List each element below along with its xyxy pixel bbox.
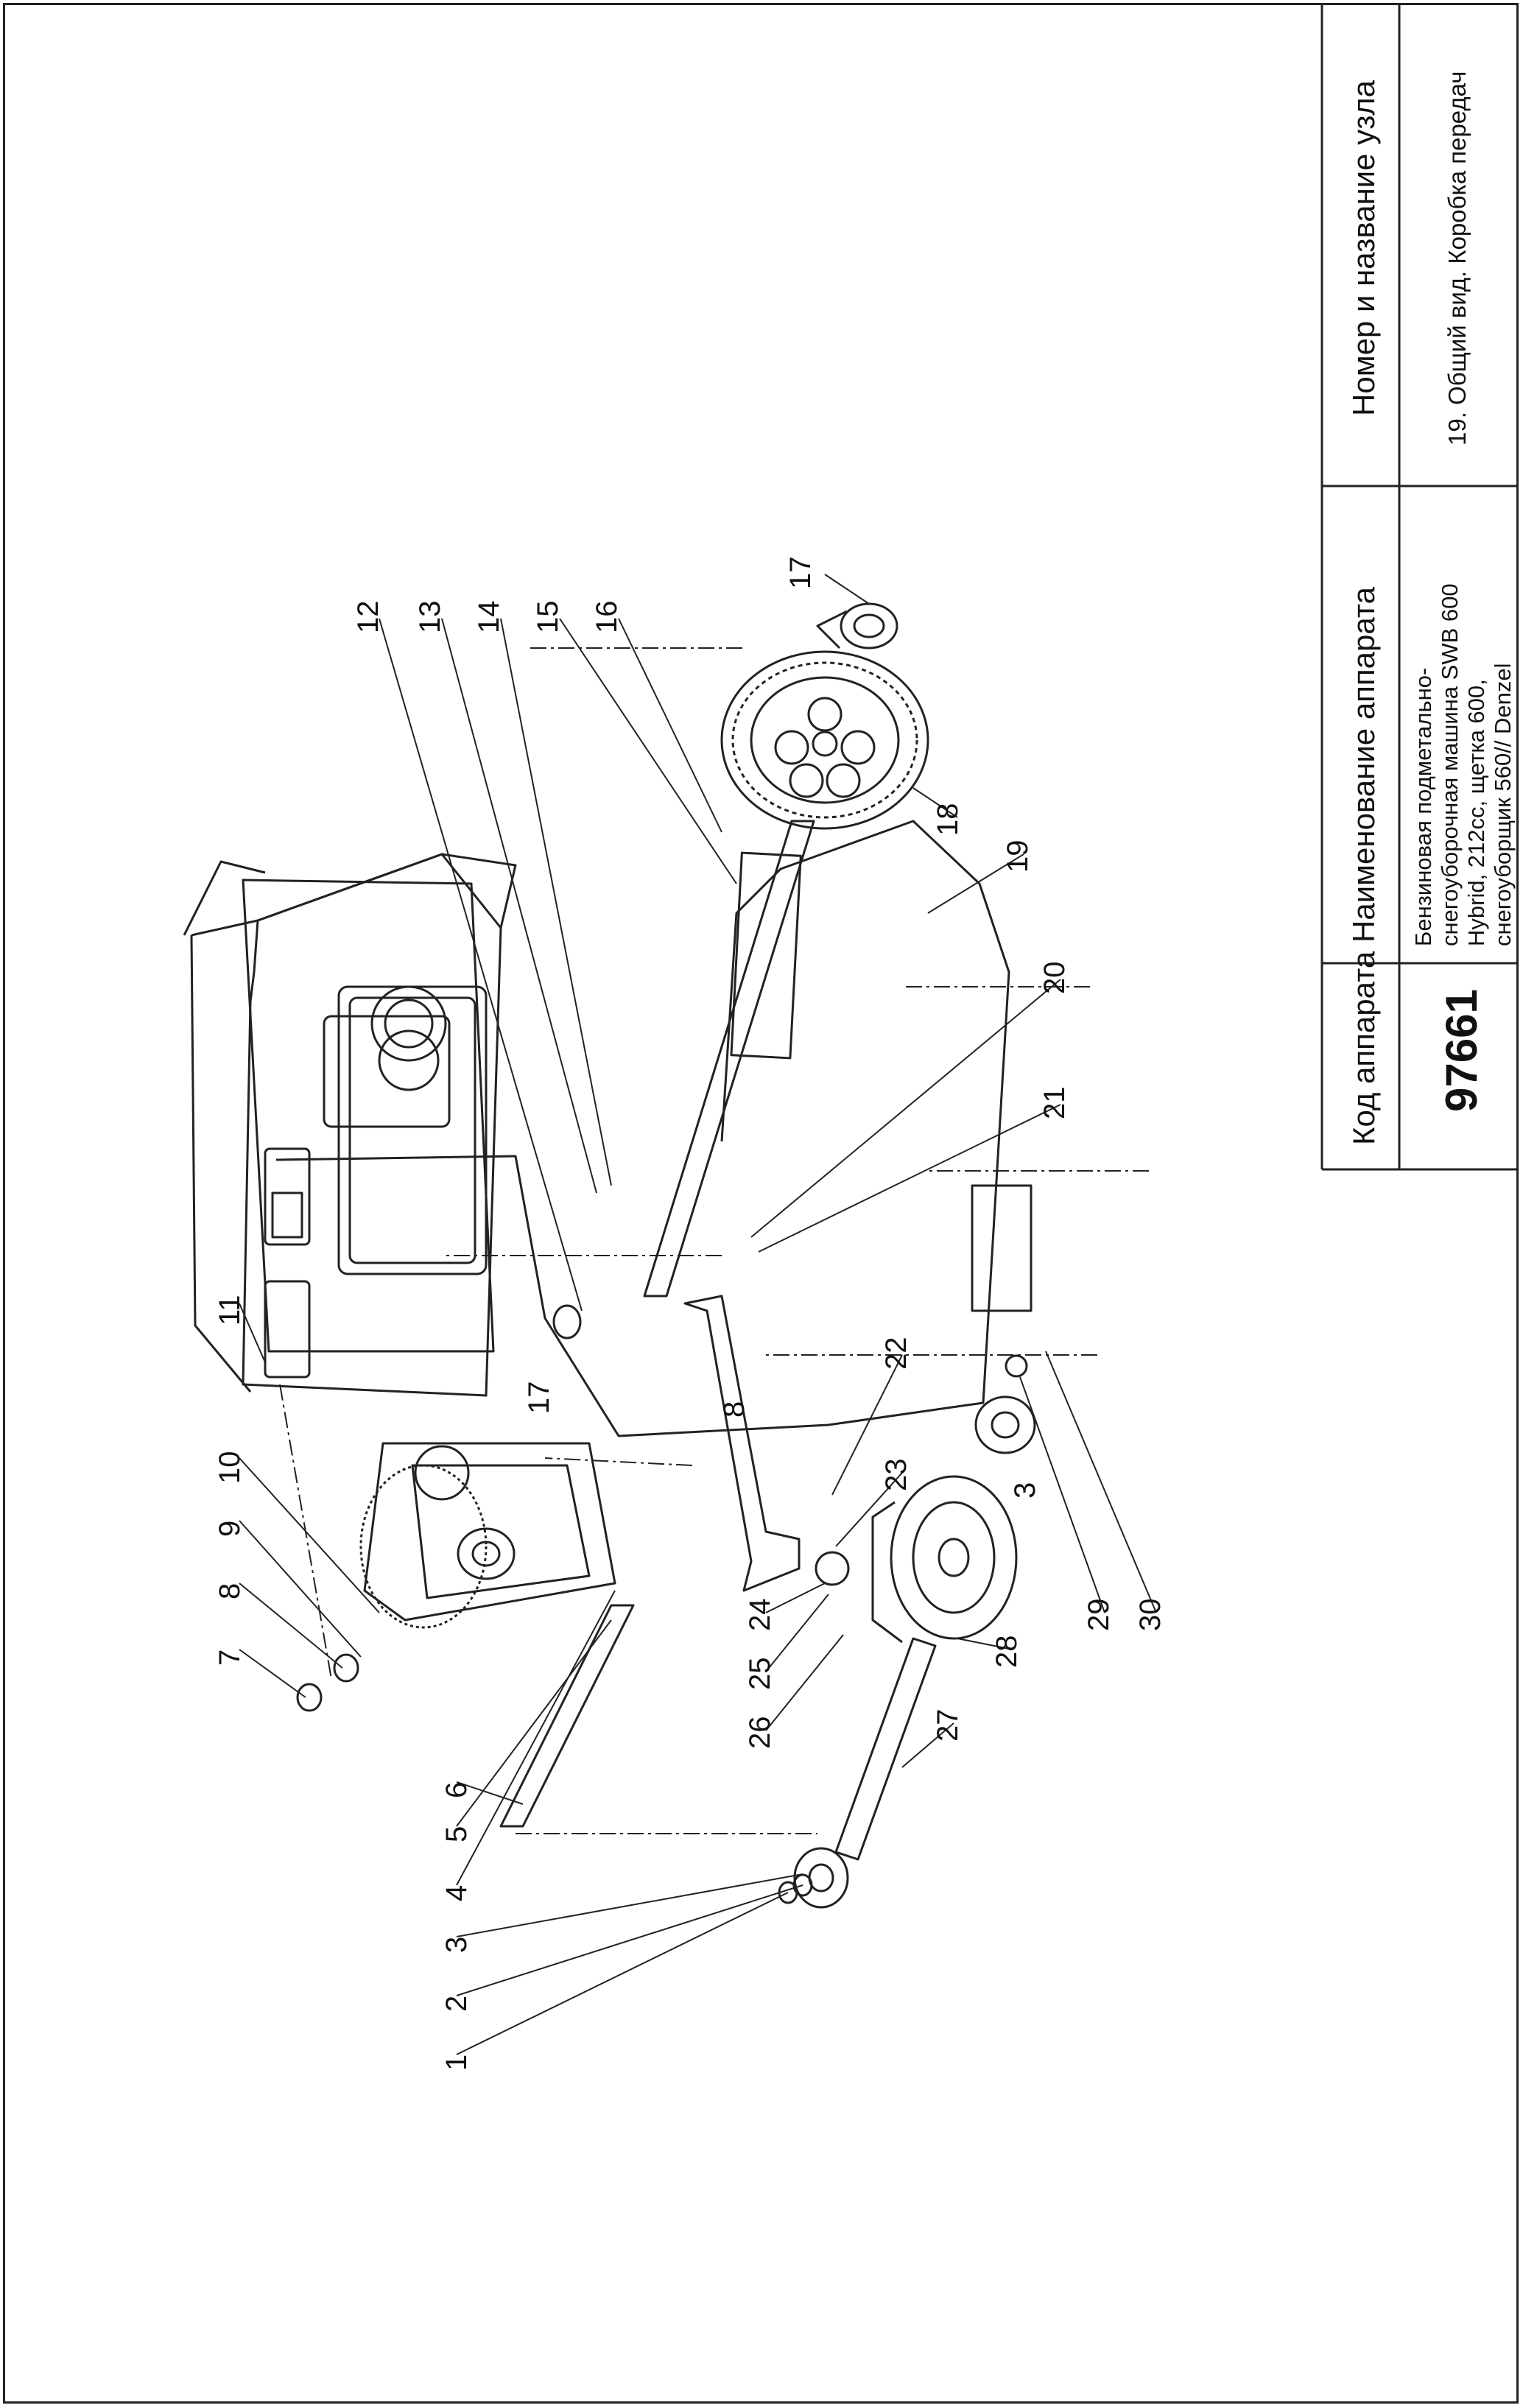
leader-25: [765, 1594, 829, 1672]
leader-17-top: [824, 574, 870, 605]
bearing-right: [974, 1395, 1036, 1454]
callout-15: 15: [532, 600, 564, 634]
leader-14: [500, 618, 612, 1186]
leader-12: [379, 618, 583, 1312]
bushing-top: [816, 602, 898, 649]
bottom-plate: [275, 820, 1033, 1437]
callout-8-middle: 8: [718, 1401, 750, 1418]
leader-26: [765, 1634, 844, 1731]
callout-9: 9: [214, 1520, 246, 1537]
lever-arm: [683, 1295, 801, 1592]
callout-17-top: 17: [784, 556, 817, 590]
leader-15: [559, 618, 737, 884]
leader-11: [239, 1303, 266, 1363]
side-plate: [242, 879, 495, 1353]
nut-8: [333, 1653, 359, 1683]
axis-line-5: [544, 1457, 693, 1466]
callout-19: 19: [1002, 839, 1034, 873]
callout-27: 27: [932, 1708, 964, 1742]
leader-22: [831, 1354, 903, 1496]
callout-7: 7: [214, 1649, 246, 1666]
callout-13: 13: [414, 600, 446, 634]
drawing-frame: [3, 3, 1519, 2404]
leader-3: [456, 1873, 803, 1937]
callout-14: 14: [473, 600, 505, 634]
leader-19: [927, 853, 1024, 914]
callout-16: 16: [591, 600, 623, 634]
callout-11: 11: [214, 1295, 246, 1326]
callout-21: 21: [1038, 1086, 1071, 1120]
callout-30: 30: [1134, 1598, 1167, 1632]
washer-29: [1005, 1354, 1028, 1378]
callout-20: 20: [1038, 961, 1071, 995]
bearing-left: [793, 1847, 849, 1909]
bushing-17: [552, 1304, 582, 1339]
leader-29: [1019, 1376, 1105, 1613]
washer-7: [296, 1683, 323, 1712]
splined-shaft: [834, 1637, 937, 1861]
callout-3: 3: [440, 1936, 473, 1953]
callout-25: 25: [744, 1657, 776, 1691]
leader-23: [835, 1472, 903, 1547]
gearbox-housing: [183, 853, 517, 1397]
callout-10: 10: [214, 1451, 246, 1485]
callout-18: 18: [932, 803, 964, 837]
long-shaft: [499, 1604, 635, 1828]
leader-7: [239, 1649, 306, 1698]
leader-13: [441, 618, 597, 1194]
main-shaft: [643, 820, 815, 1298]
callout-4: 4: [440, 1884, 473, 1901]
leader-18: [912, 787, 958, 818]
callout-8: 8: [214, 1583, 246, 1599]
callout-26: 26: [744, 1716, 776, 1750]
leader-8: [239, 1583, 343, 1669]
leader-20: [750, 979, 1061, 1238]
callout-1: 1: [440, 2054, 473, 2071]
bearing-25: [815, 1551, 850, 1586]
pulley-plate: [363, 1442, 616, 1622]
callout-23: 23: [880, 1458, 912, 1492]
callout-22: 22: [880, 1337, 912, 1370]
callout-28: 28: [991, 1635, 1023, 1669]
callout-12: 12: [352, 600, 384, 634]
callout-24: 24: [744, 1598, 776, 1632]
leader-10: [239, 1457, 380, 1613]
leader-6: [456, 1781, 524, 1805]
callout-2: 2: [440, 1995, 473, 2012]
callout-5: 5: [440, 1826, 473, 1842]
leader-4: [456, 1590, 616, 1886]
leader-24: [765, 1583, 826, 1613]
pulley: [871, 1475, 1018, 1644]
leader-30: [1045, 1351, 1157, 1613]
leader-27: [901, 1722, 954, 1768]
callout-17-bottom: 17: [523, 1381, 555, 1415]
belt-wheel: [359, 1464, 488, 1629]
leader-2: [456, 1884, 803, 1996]
callout-29: 29: [1083, 1598, 1115, 1632]
callout-3-right: 3: [1009, 1482, 1041, 1499]
leader-16: [618, 618, 722, 833]
big-gear: [720, 650, 929, 830]
callout-6: 6: [440, 1781, 473, 1798]
leader-5: [456, 1619, 612, 1827]
leader-1: [456, 1892, 789, 2055]
leader-21: [758, 1104, 1061, 1253]
leader-9: [239, 1520, 362, 1658]
leader-28: [957, 1638, 1013, 1650]
